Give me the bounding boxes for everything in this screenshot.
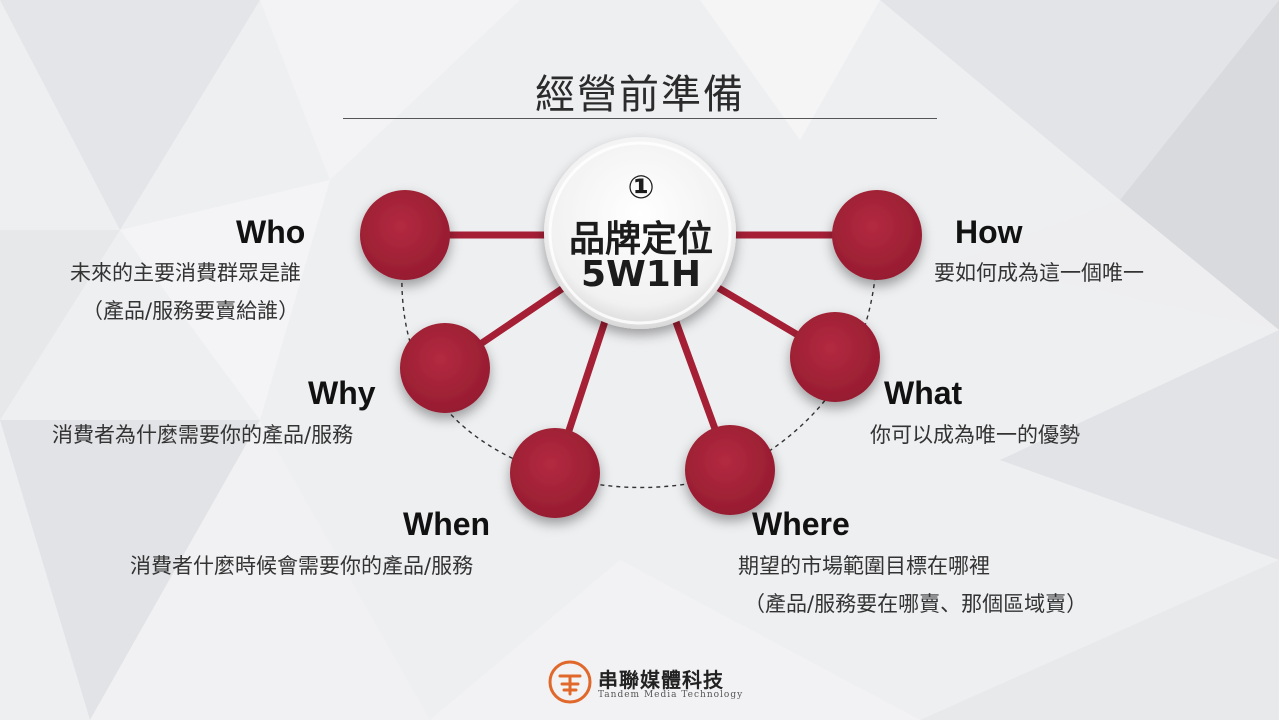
desc-what-line1: 你可以成為唯一的優勢: [870, 423, 1080, 447]
logo-english: Tandem Media Technology: [598, 690, 744, 700]
desc-where-line1: 期望的市場範圍目標在哪裡: [738, 554, 990, 578]
node-how: [832, 190, 922, 280]
logo-mark-icon: [548, 660, 592, 704]
title-divider: [343, 118, 937, 119]
label-when: When: [403, 506, 491, 542]
desc-who-line1: 未來的主要消費群眾是誰: [70, 261, 301, 285]
company-logo: 串聯媒體科技 Tandem Media Technology: [548, 660, 748, 704]
center-subtitle: 5W1H: [581, 254, 701, 295]
desc-how-line1: 要如何成為這一個唯一: [934, 261, 1144, 285]
label-where: Where: [752, 506, 850, 542]
desc-who-line2: （產品/服務要賣給誰）: [82, 299, 300, 323]
desc-when-line1: 消費者什麼時候會需要你的產品/服務: [130, 554, 474, 578]
center-title: 品牌定位: [568, 219, 713, 260]
node-when: [510, 428, 600, 518]
desc-where-line2: （產品/服務要在哪賣、那個區域賣）: [744, 592, 1088, 616]
node-why: [400, 323, 490, 413]
node-who: [360, 190, 450, 280]
node-what: [790, 312, 880, 402]
label-what: What: [884, 375, 963, 411]
logo-name: 串聯媒體科技: [598, 668, 724, 692]
node-where: [685, 425, 775, 515]
label-who: Who: [236, 214, 306, 250]
label-how: How: [955, 214, 1023, 250]
desc-why-line1: 消費者為什麼需要你的產品/服務: [52, 423, 354, 447]
center-node: [544, 137, 736, 329]
center-number: ①: [627, 168, 655, 206]
label-why: Why: [308, 375, 376, 411]
slide-title: 經營前準備: [535, 72, 745, 118]
